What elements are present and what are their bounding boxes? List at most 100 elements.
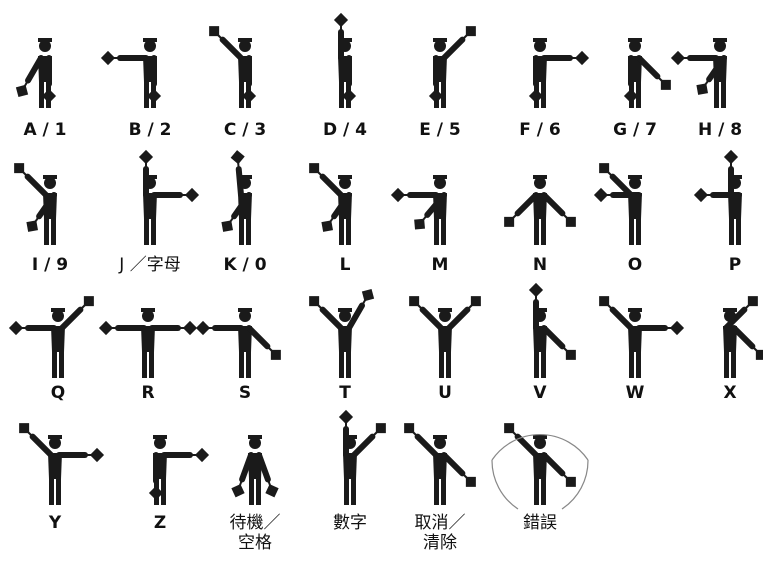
figure-right-arm [544,455,562,473]
figure-left-arm [28,177,46,195]
right-flag [321,220,333,232]
figure-right-leg [151,219,156,245]
figure-right-leg [636,219,641,245]
right-flag [471,296,481,306]
figure-left-leg [534,479,539,505]
figure-left-arm [518,437,536,455]
signal-label: C / 3 [224,120,266,140]
figure-cap [628,308,642,312]
figure-left-leg [729,219,734,245]
right-flag [147,89,161,103]
right-flag [42,89,56,103]
signal-figure [334,13,356,108]
signal-figure [391,175,447,245]
signal-figure [9,296,94,378]
figure-left-leg [534,219,539,245]
right-flag [195,448,209,462]
figure-cap [338,308,352,312]
left-flag [14,163,24,173]
figure-right-leg [149,352,154,378]
right-flag [414,219,425,230]
signal-figure [723,296,763,378]
right-flag [661,80,671,90]
signal-label: R [141,383,154,403]
left-flag [196,321,210,335]
signal-label: T [339,383,351,403]
figure-right-leg [441,479,446,505]
figure-right-arm [354,437,372,455]
left-flag [409,296,419,306]
signal-label: W [626,383,645,403]
right-flag [670,321,684,335]
figure-cap [238,38,252,42]
figure-cap [153,435,167,439]
signal-label: 數字 [333,513,367,533]
signal-label: P [729,255,741,275]
signal-label: O [628,255,642,275]
right-flag [221,220,233,232]
signal-figure [339,410,386,505]
left-flag [309,163,319,173]
right-flag [466,26,476,36]
signal-figure [409,296,481,378]
right-flag [696,83,708,95]
figure-cap [533,175,547,179]
signal-label: 待機／ [230,513,281,533]
figure-right-leg [636,352,641,378]
left-flag [529,283,543,297]
left-flag [334,13,348,27]
figure-left-arm [323,310,341,328]
figure-right-leg [721,82,726,108]
signal-figure [149,435,209,505]
figure-right-leg [351,479,356,505]
figure-right-arm [444,455,462,473]
signal-figure [209,26,256,108]
figure-left-leg [339,352,344,378]
right-flag [376,423,386,433]
signal-figure [14,163,57,245]
right-flag [566,477,576,487]
right-flag [594,188,608,202]
signal-figure [309,163,352,245]
figure-cap [143,38,157,42]
figure-left-arm [423,310,441,328]
signal-figure [429,26,476,108]
left-flag [9,321,23,335]
figure-cap [433,175,447,179]
figure-left-arm [223,40,241,58]
left-flag [339,410,353,424]
left-flag [19,423,29,433]
signal-figure [529,38,589,108]
left-flag [429,89,443,103]
figure-right-leg [256,479,261,505]
figure-left-leg [344,479,349,505]
figure-cap [248,435,262,439]
error-wave-arc-left [492,460,518,509]
figure-right-leg [441,219,446,245]
figure-left-leg [434,219,439,245]
figure-right-leg [736,219,741,245]
figure-left-leg [142,352,147,378]
figure-cap [48,435,62,439]
figure-cap [433,38,447,42]
signal-label: 清除 [423,533,457,553]
right-flag [566,217,576,227]
left-flag [724,150,738,164]
figure-right-leg [246,219,251,245]
figure-right-leg [541,352,546,378]
signal-label: G / 7 [613,120,657,140]
right-flag [84,296,94,306]
signal-label: D / 4 [323,120,367,140]
figure-left-leg [724,352,729,378]
signal-figure [504,423,576,505]
signal-figure [594,163,642,245]
figure-left-leg [49,479,54,505]
signal-label: F / 6 [519,120,561,140]
right-flag [566,350,576,360]
signal-label: L [340,255,351,275]
figure-cap [38,38,52,42]
left-flag [504,217,514,227]
figure-right-arm [544,195,562,213]
figure-left-leg [629,219,634,245]
